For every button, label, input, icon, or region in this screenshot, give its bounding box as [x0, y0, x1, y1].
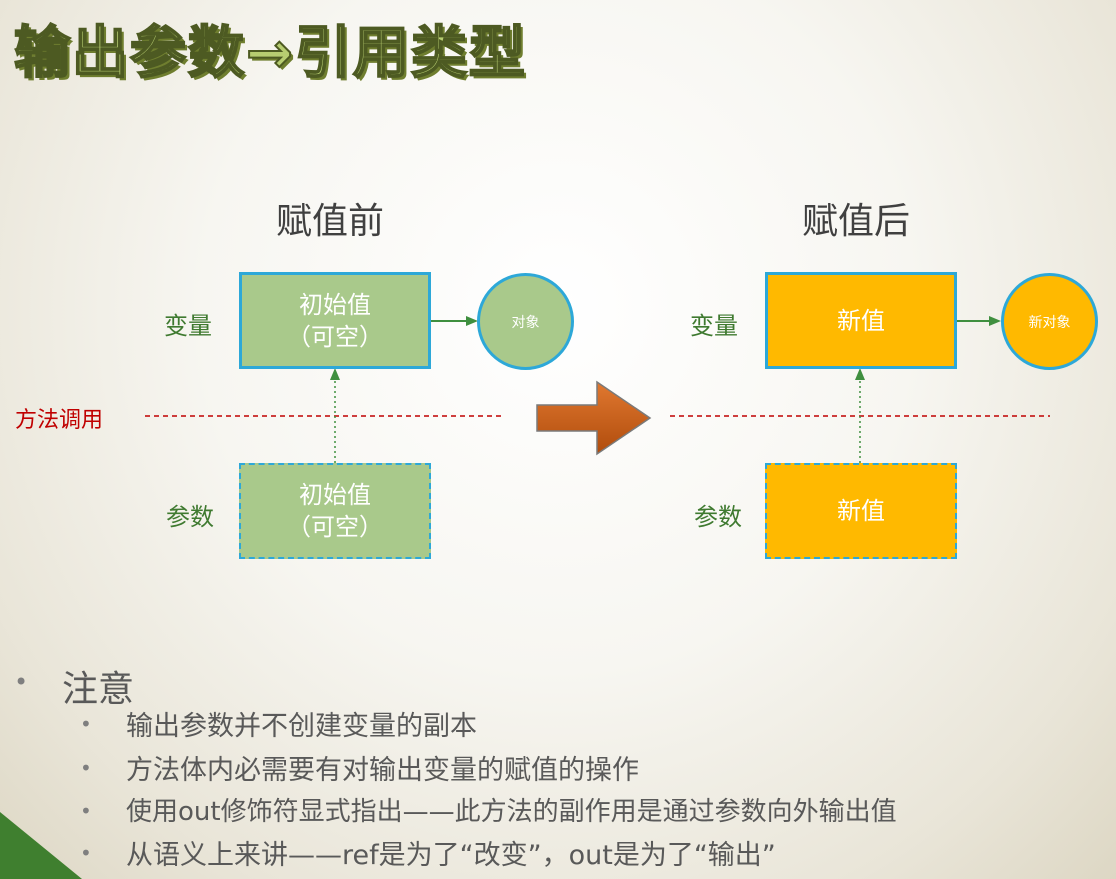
transition-arrow — [536, 380, 652, 456]
after-param-box-text: 新值 — [837, 497, 885, 525]
note-item-2: 方法体内必需要有对输出变量的赋值的操作 — [126, 755, 639, 786]
after-param-label: 参数 — [694, 503, 742, 531]
after-var-to-object-arrowhead — [989, 316, 1001, 326]
before-param-to-var-arrowhead — [330, 368, 340, 380]
slide-title: 输出参数→引用类型 — [13, 20, 527, 87]
after-variable-box: 新值 — [765, 272, 957, 369]
after-object-circle: 新对象 — [1001, 273, 1098, 370]
note-bullet: • — [80, 841, 92, 865]
before-param-label: 参数 — [166, 503, 214, 531]
note-item-3: 使用out修饰符显式指出——此方法的副作用是通过参数向外输出值 — [126, 797, 897, 827]
notes-heading-bullet: • — [14, 668, 29, 696]
before-object-circle: 对象 — [477, 273, 574, 370]
before-variable-box: 初始值 （可空） — [239, 272, 431, 369]
note-bullet: • — [80, 799, 92, 823]
notes-heading: 注意 — [62, 669, 135, 710]
after-variable-label: 变量 — [690, 312, 738, 340]
before-object-label: 对象 — [511, 314, 540, 331]
after-param-box: 新值 — [765, 463, 957, 559]
before-param-box: 初始值 （可空） — [239, 463, 431, 559]
after-title: 赋值后 — [802, 201, 911, 242]
note-item-4: 从语义上来讲——ref是为了“改变”，out是为了“输出” — [126, 840, 776, 871]
after-variable-box-text: 新值 — [837, 306, 885, 335]
before-title: 赋值前 — [276, 201, 385, 242]
before-param-box-line1: 初始值 — [299, 481, 371, 509]
after-param-to-var-arrowhead — [855, 368, 865, 380]
note-item-1: 输出参数并不创建变量的副本 — [126, 711, 477, 742]
corner-decoration — [0, 812, 82, 879]
before-variable-box-line1: 初始值 — [299, 290, 371, 319]
after-object-label: 新对象 — [1028, 314, 1071, 331]
before-param-box-line2: （可空） — [287, 513, 383, 541]
note-bullet: • — [80, 756, 92, 780]
note-bullet: • — [80, 712, 92, 736]
before-variable-label: 变量 — [164, 312, 212, 340]
before-var-to-object-arrowhead — [466, 316, 478, 326]
method-call-label: 方法调用 — [15, 408, 104, 433]
before-variable-box-line2: （可空） — [287, 322, 383, 351]
